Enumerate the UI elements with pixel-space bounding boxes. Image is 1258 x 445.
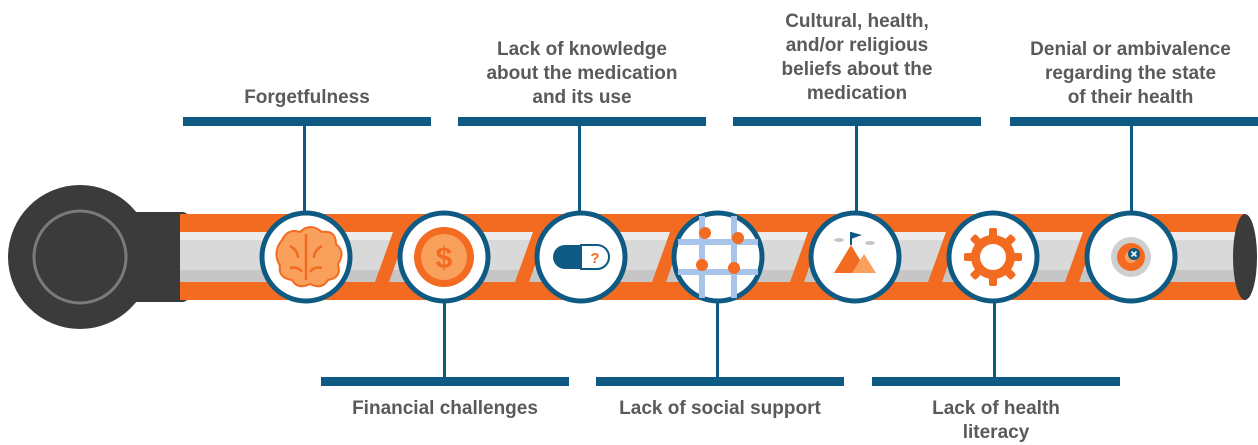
bottom-callouts	[321, 303, 1120, 386]
brain-icon	[259, 210, 353, 304]
dollar-sign: $	[436, 242, 453, 275]
label-lack-of-knowledge: Lack of knowledge about the medication a…	[486, 39, 678, 108]
pill-question-icon: ?	[534, 210, 628, 304]
label-cultural-beliefs: Cultural, health, and/or religious belie…	[781, 11, 933, 104]
label-lack-of-social-support: Lack of social support	[619, 398, 821, 419]
pill-question-mark: ?	[590, 250, 599, 267]
label-denial: Denial or ambivalence regarding the stat…	[1030, 39, 1231, 108]
top-callouts	[183, 117, 1258, 211]
label-financial-challenges: Financial challenges	[352, 398, 538, 419]
dollar-coin-icon: $	[397, 210, 491, 304]
cap	[8, 185, 190, 329]
label-lack-of-health-literacy: Lack of health literacy	[932, 398, 1060, 443]
hands-network-icon	[671, 210, 765, 304]
target-x-icon	[1084, 210, 1178, 304]
gear-icon	[946, 210, 1040, 304]
label-forgetfulness: Forgetfulness	[244, 87, 370, 108]
mountain-flag-icon	[808, 210, 902, 304]
